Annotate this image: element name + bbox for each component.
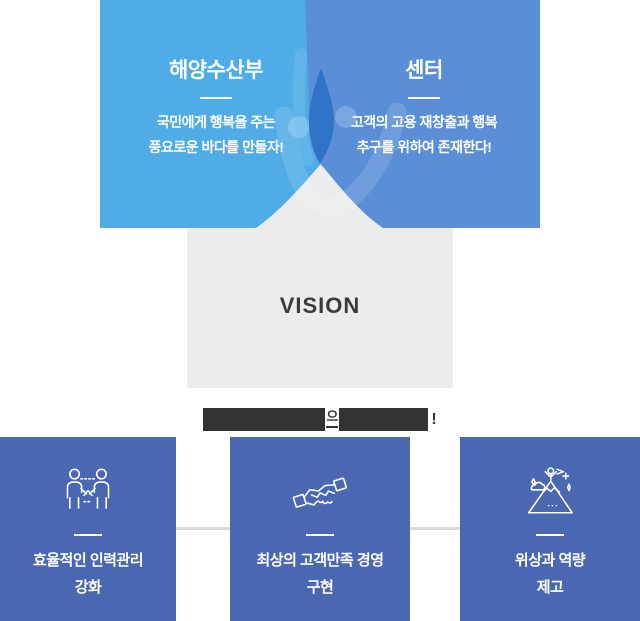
venn-diagram <box>100 0 540 228</box>
connector-line-2 <box>410 527 460 530</box>
goal-line1: 위상과 역량 <box>514 552 586 569</box>
goal-box-workforce: 효율적인 인력관리 강화 <box>0 437 176 621</box>
mountain-summit-icon <box>527 467 573 514</box>
overlap-lens-shape <box>309 68 334 164</box>
goals-row: 효율적인 인력관리 강화 최상의 고객만족 경영 <box>0 437 640 621</box>
left-panel-divider <box>200 97 232 99</box>
slogan-bar: 으 ! <box>0 408 640 431</box>
goal-line1: 효율적인 인력관리 <box>32 552 144 569</box>
people-handshake-icon <box>66 468 110 509</box>
right-panel-body-line1: 고객의 고용 재창출과 행복 <box>350 114 498 130</box>
slogan-gap: 으 <box>325 408 340 431</box>
vision-label: VISION <box>279 293 361 318</box>
goal-line2: 구현 <box>306 579 334 596</box>
right-panel-title: 센터 <box>405 59 443 82</box>
connector-line-1 <box>176 527 230 530</box>
left-panel-body-line2: 풍요로운 바다를 만들자! <box>148 139 284 155</box>
right-panel-body-line2: 추구를 위하여 존재한다! <box>356 139 492 155</box>
slogan-highlight-left <box>203 408 326 431</box>
left-panel-body-line1: 국민에게 행복을 주는 <box>156 114 276 130</box>
goal-divider <box>74 534 102 536</box>
right-panel-body: 고객의 고용 재창출과 행복 추구를 위하여 존재한다! <box>304 110 544 160</box>
goal-line1: 최상의 고객만족 경영 <box>256 552 384 569</box>
goal-text: 최상의 고객만족 경영 구현 <box>256 547 384 601</box>
left-panel-body: 국민에게 행복을 주는 풍요로운 바다를 만들자! <box>96 110 336 160</box>
goal-text: 위상과 역량 제고 <box>514 547 586 601</box>
right-panel-shape <box>305 0 540 228</box>
left-panel-shape <box>100 0 336 228</box>
goal-line2: 강화 <box>74 579 102 596</box>
handshake-icon <box>292 477 348 508</box>
slogan-highlight-right <box>339 408 429 431</box>
smiley-watermark-icon <box>274 48 407 216</box>
slogan-fragment-end: ! <box>431 411 437 428</box>
left-panel-title: 해양수산부 <box>168 59 264 82</box>
goal-text: 효율적인 인력관리 강화 <box>32 547 144 601</box>
goal-divider <box>536 534 564 536</box>
goal-box-customer: 최상의 고객만족 경영 구현 <box>230 437 410 621</box>
goal-box-capability: 위상과 역량 제고 <box>460 437 640 621</box>
goal-line2: 제고 <box>536 579 564 596</box>
right-panel-divider <box>408 97 440 99</box>
slogan-fragment-mid: 으 <box>326 408 339 428</box>
goal-divider <box>306 534 334 536</box>
